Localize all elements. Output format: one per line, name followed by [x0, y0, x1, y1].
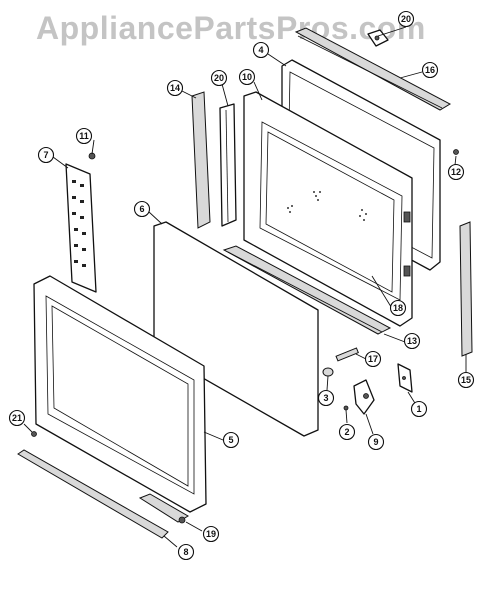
svg-text:3: 3	[323, 393, 328, 403]
svg-text:4: 4	[258, 45, 263, 55]
part-20-vertical-channel	[219, 103, 237, 227]
part-17-pin	[335, 347, 359, 362]
callout-18: 18	[389, 299, 407, 317]
part-8-bottom-trim	[17, 449, 169, 539]
part-1-bracket	[397, 363, 413, 393]
svg-text:16: 16	[425, 65, 435, 75]
svg-text:15: 15	[461, 375, 471, 385]
svg-text:18: 18	[393, 303, 403, 313]
callout-10: 10	[238, 68, 256, 86]
callout-7: 7	[37, 146, 55, 164]
svg-text:9: 9	[373, 437, 378, 447]
callout-2: 2	[338, 423, 356, 441]
part-2-washer	[343, 405, 349, 411]
part-9-latch	[353, 379, 375, 415]
part-15-side-strip	[459, 221, 473, 357]
svg-text:13: 13	[407, 336, 417, 346]
callout-11: 11	[75, 127, 93, 145]
watermark: AppliancePartsPros.com	[36, 10, 426, 46]
part-21-screw	[31, 431, 37, 437]
svg-text:6: 6	[139, 204, 144, 214]
part-7-hinge-strip	[65, 163, 97, 293]
part-13-bottom-rail	[222, 245, 392, 335]
callout-1: 1	[410, 400, 428, 418]
svg-text:7: 7	[43, 150, 48, 160]
svg-text:21: 21	[12, 413, 22, 423]
svg-text:14: 14	[170, 83, 180, 93]
callout-12: 12	[447, 163, 465, 181]
part-16-top-trim	[294, 27, 452, 111]
svg-text:2: 2	[344, 427, 349, 437]
part-12-screw	[453, 149, 459, 155]
svg-text:20: 20	[401, 14, 411, 24]
callout-13: 13	[403, 332, 421, 350]
callout-19: 19	[202, 525, 220, 543]
leader-lines	[23, 26, 467, 548]
part-20-top-bracket	[367, 29, 389, 47]
svg-text:19: 19	[206, 529, 216, 539]
part-3-cap	[322, 367, 334, 377]
callout-14: 14	[166, 79, 184, 97]
svg-text:5: 5	[228, 435, 233, 445]
callout-17: 17	[364, 350, 382, 368]
callout-21: 21	[8, 409, 26, 427]
callout-6: 6	[133, 200, 151, 218]
callout-5: 5	[222, 431, 240, 449]
part-5-outer-door	[33, 275, 207, 513]
callout-16: 16	[421, 61, 439, 79]
part-10-inner-door	[243, 91, 413, 327]
svg-text:20: 20	[214, 73, 224, 83]
part-14-side-strip	[191, 91, 211, 229]
callout-9: 9	[367, 433, 385, 451]
callout-20-mid: 20	[210, 69, 228, 87]
svg-text:10: 10	[242, 72, 252, 82]
svg-text:17: 17	[368, 354, 378, 364]
svg-text:1: 1	[416, 404, 421, 414]
svg-text:8: 8	[183, 547, 188, 557]
callout-8: 8	[177, 543, 195, 561]
callout-15: 15	[457, 371, 475, 389]
svg-text:12: 12	[451, 167, 461, 177]
part-19-block	[138, 493, 189, 524]
callout-4: 4	[252, 41, 270, 59]
svg-text:11: 11	[79, 131, 89, 141]
callout-20-top: 20	[397, 10, 415, 28]
callout-3: 3	[317, 389, 335, 407]
